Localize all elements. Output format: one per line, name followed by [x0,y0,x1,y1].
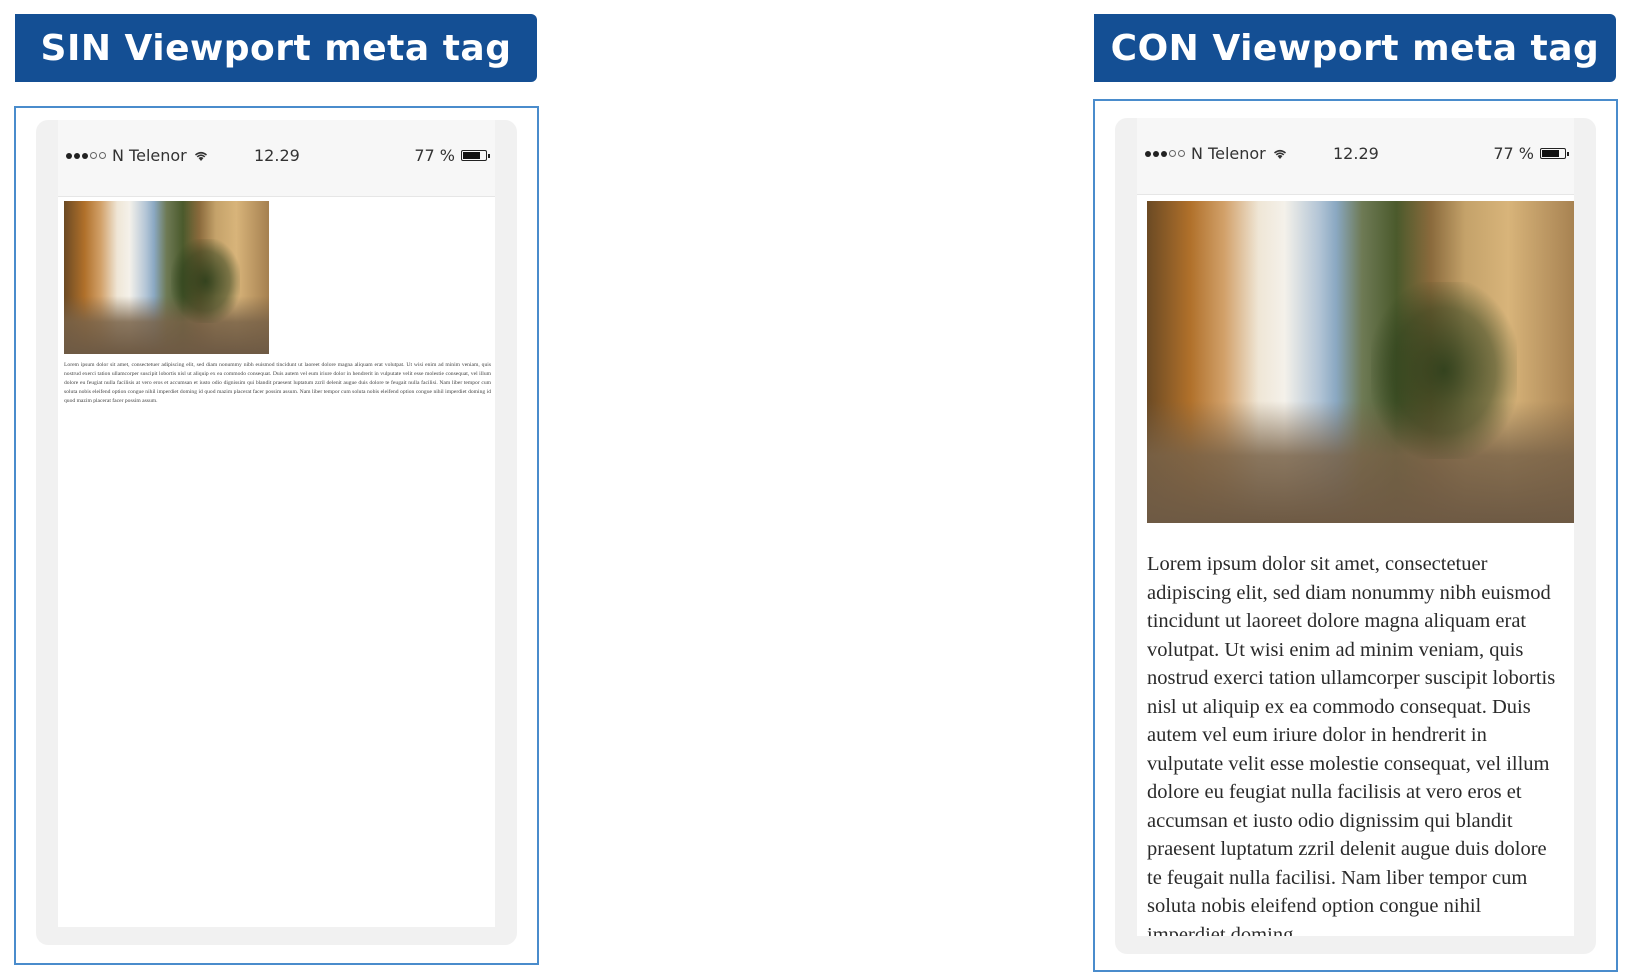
phone-mockup: N Telenor 12.29 77 % Lorem ipsum dolor s… [1115,118,1596,954]
status-time: 12.29 [1333,144,1379,163]
battery-percent: 77 % [1493,144,1534,163]
status-bar: N Telenor 12.29 77 % [1137,118,1574,195]
phone-mockup: N Telenor 12.29 77 % Lorem ipsum dolor s… [36,120,517,945]
signal-strength-icon [1145,150,1185,157]
phone-frame-with-viewport: N Telenor 12.29 77 % Lorem ipsum dolor s… [1093,99,1618,972]
phone-screen: Lorem ipsum dolor sit amet, consectetuer… [58,197,495,927]
phone-frame-without-viewport: N Telenor 12.29 77 % Lorem ipsum dolor s… [14,106,539,965]
body-text: Lorem ipsum dolor sit amet, consectetuer… [1147,553,1556,936]
battery-percent: 77 % [414,146,455,165]
wifi-icon [194,151,207,161]
carrier-group: N Telenor [1145,144,1288,163]
carrier-group: N Telenor [66,146,209,165]
carrier-name: N Telenor [112,146,187,165]
battery-level-fill [1542,150,1559,157]
battery-level-fill [463,152,480,159]
battery-icon [1540,148,1569,159]
panel-heading-without-viewport: SIN Viewport meta tag [15,14,537,82]
status-time: 12.29 [254,146,300,165]
phone-screen: Lorem ipsum dolor sit amet, consectetuer… [1137,195,1574,936]
status-bar: N Telenor 12.29 77 % [58,120,495,197]
alley-photo [1147,201,1574,523]
battery-group: 77 % [414,146,490,165]
battery-group: 77 % [1493,144,1569,163]
body-text: Lorem ipsum dolor sit amet, consectetuer… [64,362,491,404]
panel-heading-with-viewport: CON Viewport meta tag [1094,14,1616,82]
battery-icon [461,150,490,161]
signal-strength-icon [66,152,106,159]
carrier-name: N Telenor [1191,144,1266,163]
wifi-icon [1273,149,1286,159]
alley-photo [64,201,269,354]
